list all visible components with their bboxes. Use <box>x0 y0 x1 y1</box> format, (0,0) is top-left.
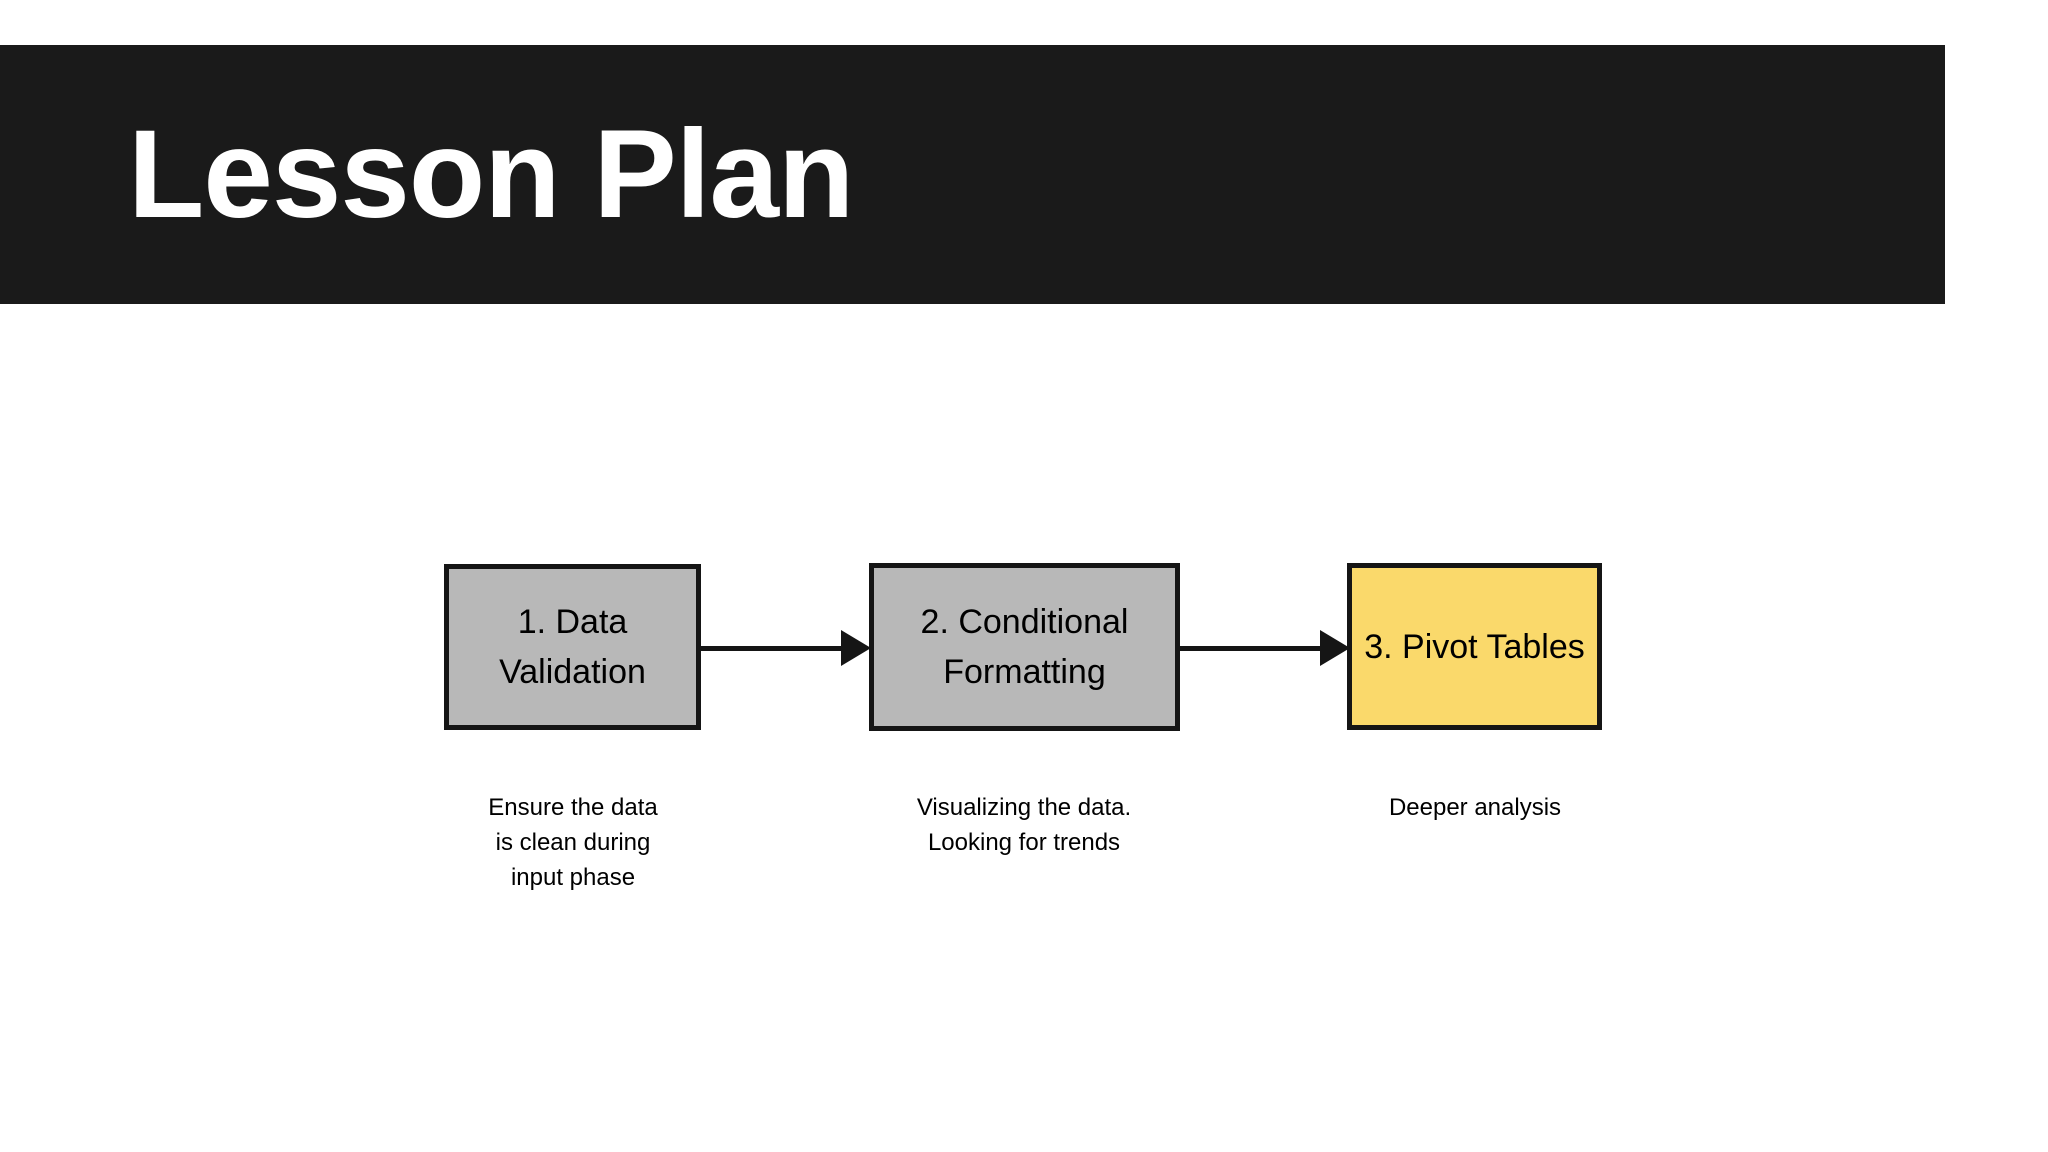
arrow-head-icon <box>1320 630 1350 666</box>
title-banner: Lesson Plan <box>0 45 1945 304</box>
flow-node-caption-data-validation: Ensure the data is clean during input ph… <box>488 794 658 891</box>
arrow-head-icon <box>841 630 871 666</box>
flow-node-label: 3. Pivot Tables <box>1364 627 1585 666</box>
arrow-shaft-icon <box>1180 645 1321 651</box>
flow-node-label: 1. Data Validation <box>499 603 646 691</box>
flow-arrow-1-to-2 <box>701 630 871 666</box>
flow-node-pivot-tables[interactable]: 3. Pivot Tables <box>1347 563 1602 730</box>
arrow-shaft-icon <box>701 645 842 651</box>
flow-arrow-2-to-3 <box>1180 630 1350 666</box>
flow-node-label: 2. Conditional Formatting <box>920 603 1129 691</box>
flow-node-data-validation[interactable]: 1. Data Validation <box>444 564 701 730</box>
flow-node-caption-conditional-formatting: Visualizing the data. Looking for trends <box>916 794 1132 856</box>
page-title: Lesson Plan <box>128 105 854 244</box>
flow-node-conditional-formatting[interactable]: 2. Conditional Formatting <box>869 563 1180 731</box>
flow-node-caption-pivot-tables: Deeper analysis <box>1388 794 1562 821</box>
